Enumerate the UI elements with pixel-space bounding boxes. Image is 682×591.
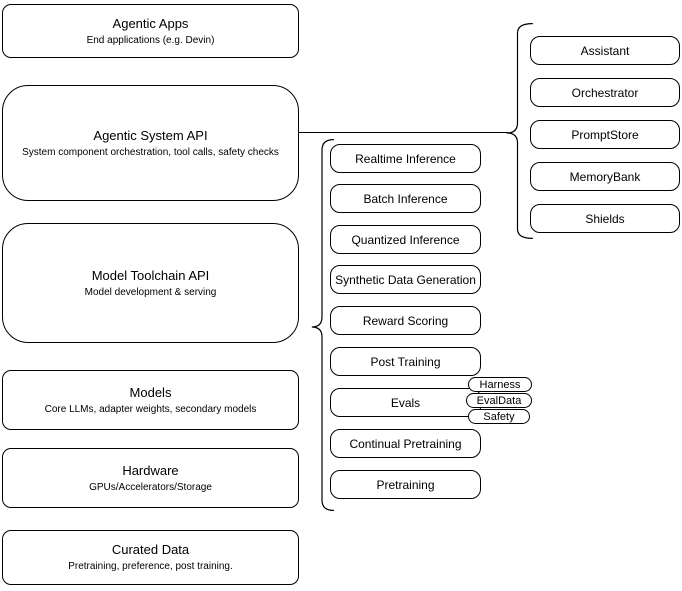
components-group-bracket: [506, 23, 533, 244]
layer-title: Hardware: [122, 462, 179, 478]
node-label: MemoryBank: [569, 169, 641, 184]
node-label: Continual Pretraining: [349, 436, 462, 451]
pill-label: Safety: [483, 410, 515, 423]
node-shields: Shields: [530, 204, 680, 233]
layer-title: Agentic Apps: [112, 15, 189, 31]
pill-label: Harness: [479, 378, 521, 391]
node-label: Reward Scoring: [362, 313, 449, 328]
node-memorybank: MemoryBank: [530, 162, 680, 191]
layer-box-model-toolchain-api: Model Toolchain API Model development & …: [2, 223, 299, 343]
layer-title: Curated Data: [111, 542, 190, 557]
node-post-training: Post Training: [330, 347, 481, 376]
layer-subtitle: Core LLMs, adapter weights, secondary mo…: [44, 403, 257, 415]
node-evals: Evals: [330, 388, 481, 417]
pill-harness: Harness: [468, 377, 532, 392]
layer-title: Models: [129, 384, 172, 400]
node-label: Evals: [390, 395, 421, 410]
layer-subtitle: System component orchestration, tool cal…: [22, 146, 279, 158]
node-pretraining: Pretraining: [330, 470, 481, 499]
node-batch-inference: Batch Inference: [330, 184, 481, 213]
pill-label: EvalData: [476, 394, 522, 407]
node-realtime-inference: Realtime Inference: [330, 144, 481, 173]
layer-title: Agentic System API: [93, 127, 208, 143]
connector-system-api-to-components: [299, 132, 508, 133]
layer-subtitle: End applications (e.g. Devin): [86, 34, 215, 46]
node-label: Post Training: [370, 354, 441, 369]
layer-box-models: Models Core LLMs, adapter weights, secon…: [2, 370, 299, 430]
node-label: Quantized Inference: [351, 232, 460, 247]
layer-title: Model Toolchain API: [91, 267, 210, 283]
node-label: Synthetic Data Generation: [335, 272, 476, 287]
node-orchestrator: Orchestrator: [530, 78, 680, 107]
toolchain-group-bracket: [311, 139, 335, 516]
layer-subtitle: Pretraining, preference, post training.: [68, 561, 233, 572]
layer-subtitle: Model development & serving: [84, 286, 217, 298]
node-label: Shields: [585, 211, 625, 226]
node-quantized-inference: Quantized Inference: [330, 225, 481, 254]
pill-safety: Safety: [468, 409, 530, 424]
node-label: Realtime Inference: [355, 151, 456, 166]
node-promptstore: PromptStore: [530, 120, 680, 149]
layer-subtitle: GPUs/Accelerators/Storage: [89, 481, 212, 493]
layer-box-curated-data: Curated Data Pretraining, preference, po…: [2, 530, 299, 585]
node-label: Assistant: [580, 43, 630, 58]
node-synthetic-data-generation: Synthetic Data Generation: [330, 265, 481, 294]
node-label: Pretraining: [376, 477, 435, 492]
layer-box-hardware: Hardware GPUs/Accelerators/Storage: [2, 448, 299, 508]
node-continual-pretraining: Continual Pretraining: [330, 429, 481, 458]
layer-box-agentic-apps: Agentic Apps End applications (e.g. Devi…: [2, 4, 299, 58]
node-assistant: Assistant: [530, 36, 680, 65]
node-label: Batch Inference: [363, 191, 448, 206]
node-label: PromptStore: [571, 127, 639, 142]
node-label: Orchestrator: [571, 85, 639, 100]
pill-evaldata: EvalData: [466, 393, 532, 408]
layer-box-agentic-system-api: Agentic System API System component orch…: [2, 85, 299, 201]
node-reward-scoring: Reward Scoring: [330, 306, 481, 335]
